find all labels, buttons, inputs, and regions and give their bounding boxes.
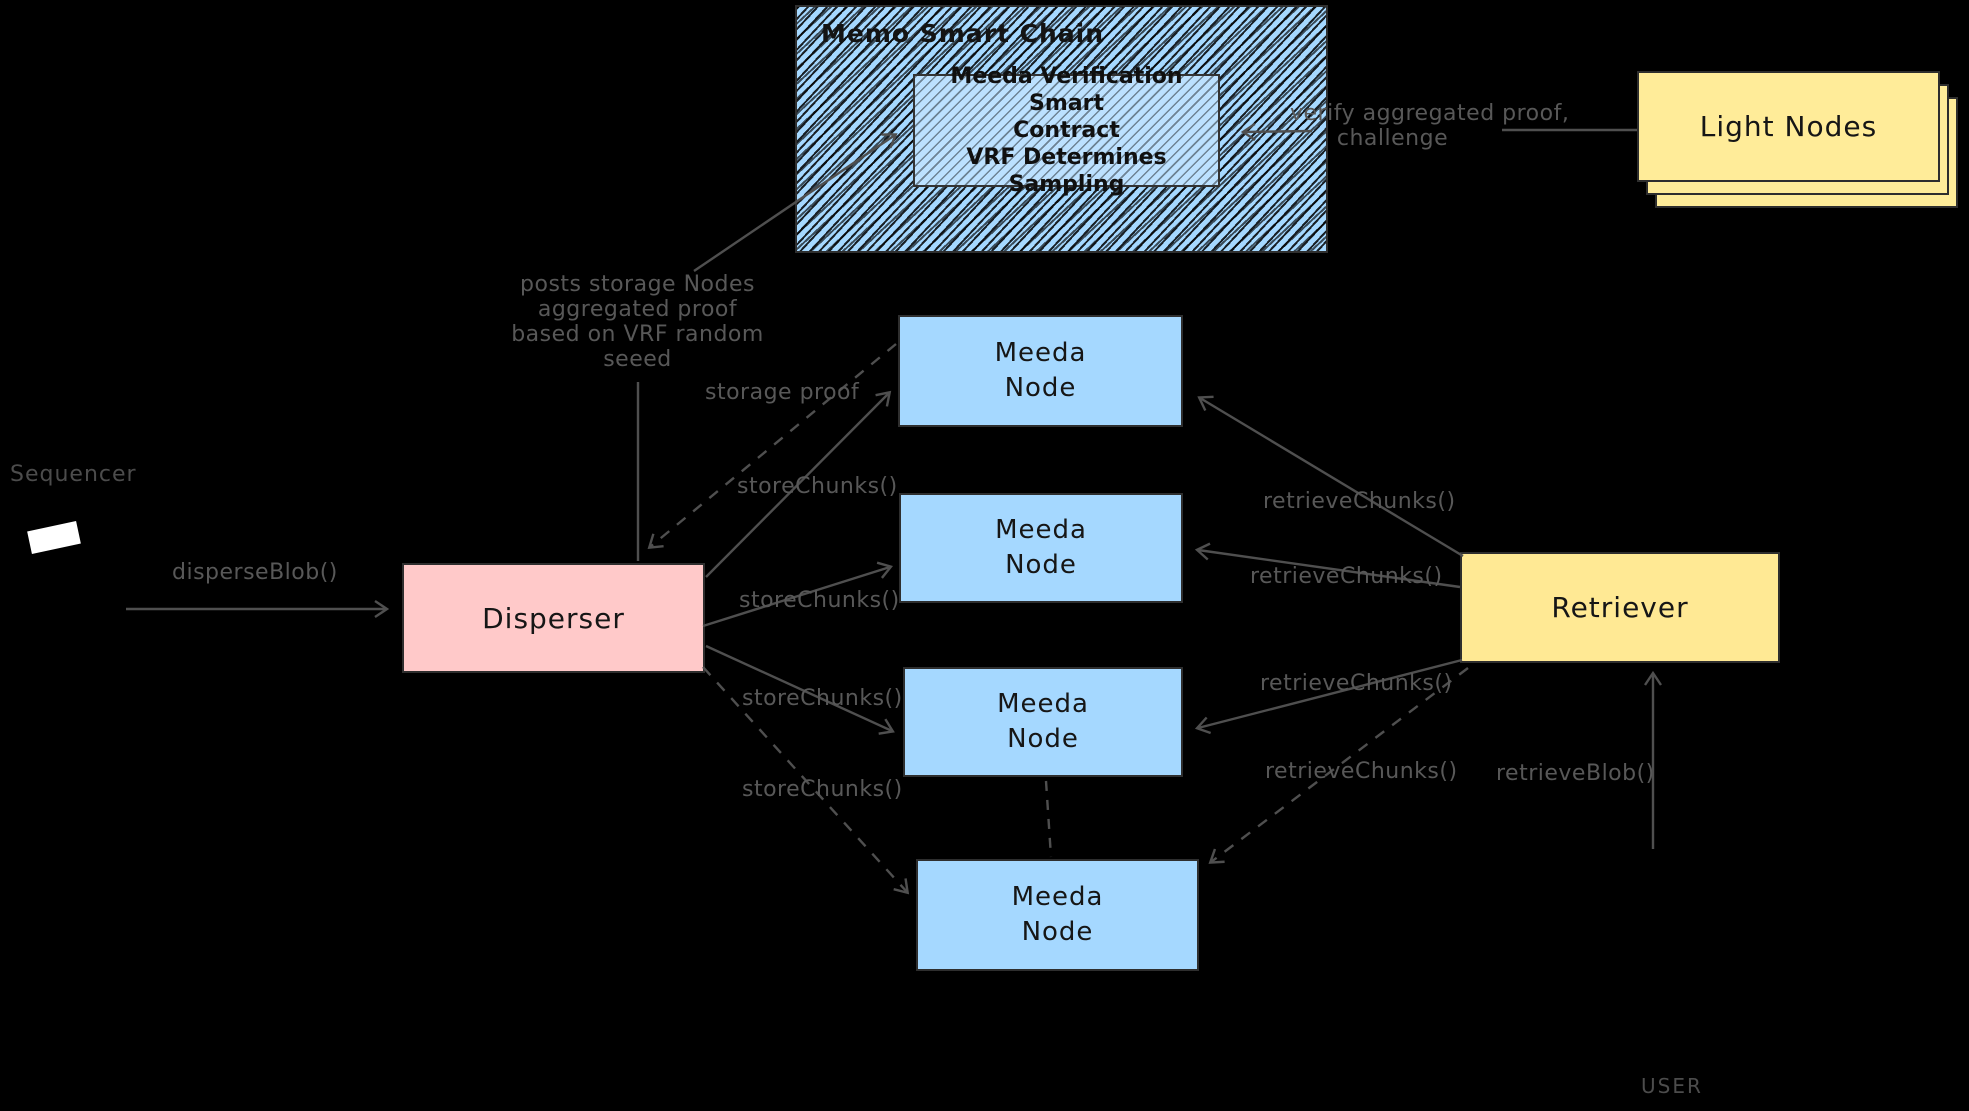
edge-retrieve-chunks-1	[1197, 395, 1464, 558]
meeda-node-label: Meeda	[994, 338, 1087, 368]
user-label: USER	[1641, 1074, 1703, 1098]
edge-posts-proof-upper	[693, 133, 898, 272]
meeda-verification-contract-box: Meeda Verification Smart Contract VRF De…	[913, 64, 1220, 197]
edge-store-chunks-2	[702, 561, 894, 628]
store-chunks-label-2: storeChunks()	[739, 588, 900, 613]
sequencer-label: Sequencer	[10, 462, 137, 487]
meeda-node-label: Node	[1007, 724, 1079, 754]
retriever-label: Retriever	[1551, 591, 1689, 624]
store-chunks-label-4: storeChunks()	[742, 777, 903, 802]
meeda-node-label: Node	[1004, 373, 1077, 403]
retriever-box: Retriever	[1460, 552, 1780, 663]
edge-node-ellipsis	[1044, 780, 1053, 858]
retrieve-chunks-label-2: retrieveChunks()	[1250, 564, 1443, 589]
disperse-blob-label: disperseBlob()	[172, 560, 338, 585]
edge-store-chunks-4	[702, 666, 910, 895]
posts-proof-label: posts storage Nodes aggregated proof bas…	[510, 272, 765, 372]
contract-label-line2: Contract	[1013, 118, 1120, 143]
memo-smart-chain-box: Memo Smart Chain Meeda Verification Smar…	[795, 5, 1328, 253]
disperser-label: Disperser	[482, 601, 625, 635]
retrieve-chunks-label-1: retrieveChunks()	[1263, 489, 1456, 514]
posts-proof-line1: posts storage Nodes	[520, 272, 755, 297]
posts-proof-line4: seeed	[603, 347, 672, 372]
meeda-node-label: Meeda	[997, 689, 1089, 719]
store-chunks-label-3: storeChunks()	[742, 686, 903, 711]
retrieve-chunks-label-4: retrieveChunks()	[1265, 759, 1458, 784]
meeda-node-label: Meeda	[1011, 882, 1104, 912]
posts-proof-line3: based on VRF random	[511, 322, 764, 347]
disperser-box: Disperser	[402, 563, 705, 673]
edge-store-chunks-3	[705, 644, 895, 735]
contract-label-line1: Meeda Verification Smart	[950, 64, 1183, 116]
meeda-node-box-3: Meeda Node	[903, 667, 1183, 777]
edge-retrieve-chunks-3	[1194, 658, 1463, 735]
verify-proof-line1: verify aggregated proof,	[1290, 101, 1570, 126]
meeda-node-label: Meeda	[995, 515, 1087, 545]
edge-retrieve-chunks-2	[1194, 542, 1461, 589]
meeda-node-label: Node	[1005, 550, 1077, 580]
verify-proof-line2: challenge	[1336, 126, 1449, 151]
meeda-node-box-4: Meeda Node	[916, 859, 1199, 971]
edge-store-chunks-1	[705, 390, 892, 578]
edge-storage-proof	[647, 343, 897, 550]
meeda-node-box-1: Meeda Node	[898, 315, 1183, 427]
store-chunks-label-1: storeChunks()	[737, 474, 898, 499]
posts-proof-line2: aggregated proof	[537, 297, 738, 322]
edge-verify-left	[1240, 122, 1313, 141]
retrieve-chunks-label-3: retrieveChunks()	[1260, 671, 1453, 696]
light-nodes-card: Light Nodes	[1637, 71, 1940, 182]
verify-proof-label: verify aggregated proof, challenge	[1290, 101, 1570, 151]
chain-title: Memo Smart Chain	[821, 19, 1105, 48]
light-nodes-label: Light Nodes	[1699, 110, 1878, 143]
contract-label-line3: VRF Determines Sampling	[966, 145, 1167, 197]
storage-proof-label: storage proof	[705, 380, 860, 405]
retrieve-blob-label: retrieveBlob()	[1496, 761, 1655, 786]
meeda-node-label: Node	[1021, 917, 1094, 947]
meeda-node-box-2: Meeda Node	[899, 493, 1183, 603]
